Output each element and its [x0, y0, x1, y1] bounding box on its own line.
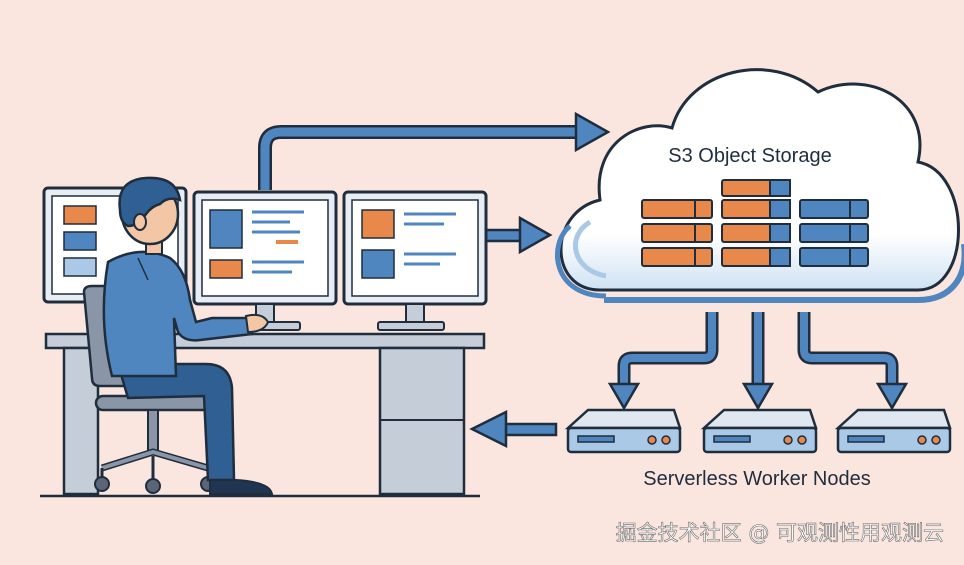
- desk-icon: [40, 332, 486, 498]
- workers-label: Serverless Worker Nodes: [643, 468, 870, 490]
- arrow-to-storage-side: [484, 215, 553, 255]
- developer-person-icon: [102, 176, 274, 495]
- worker-node-2-icon: [700, 408, 818, 454]
- worker-node-1-icon: [564, 408, 682, 454]
- dispatch-arrows: [607, 312, 909, 411]
- worker-node-3-icon: [834, 408, 952, 454]
- storage-label: S3 Object Storage: [668, 145, 831, 167]
- monitor-right-icon: [342, 190, 488, 331]
- stored-objects: [641, 179, 869, 267]
- arrow-to-storage-top: [258, 111, 611, 190]
- watermark-text: 掘金技术社区 @ 可观测性用观测云: [616, 521, 944, 545]
- monitor-center-icon: [192, 190, 338, 331]
- arrow-results-back: [469, 409, 558, 449]
